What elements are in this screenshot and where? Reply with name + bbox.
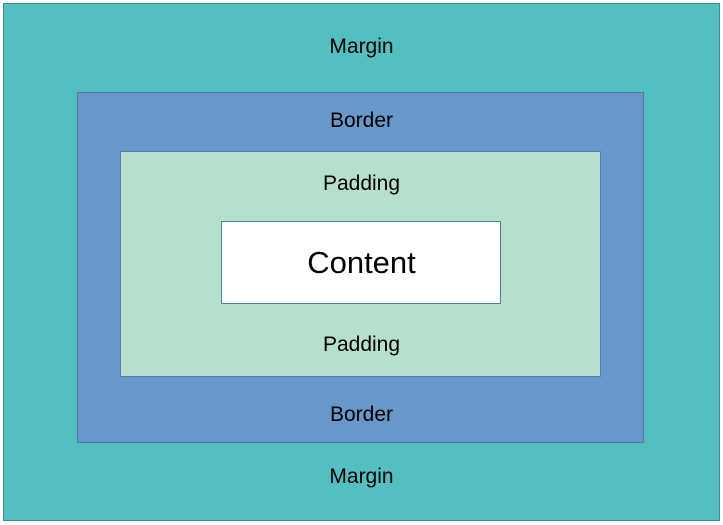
- border-top-label: Border: [329, 109, 394, 132]
- margin-top-label: Margin: [329, 35, 394, 58]
- padding-bottom-label: Padding: [322, 333, 401, 356]
- padding-top-label: Padding: [322, 172, 401, 195]
- border-bottom-label: Border: [329, 403, 394, 426]
- margin-bottom-label: Margin: [329, 465, 394, 488]
- content-label: Content: [307, 245, 416, 280]
- content-box: [221, 221, 501, 304]
